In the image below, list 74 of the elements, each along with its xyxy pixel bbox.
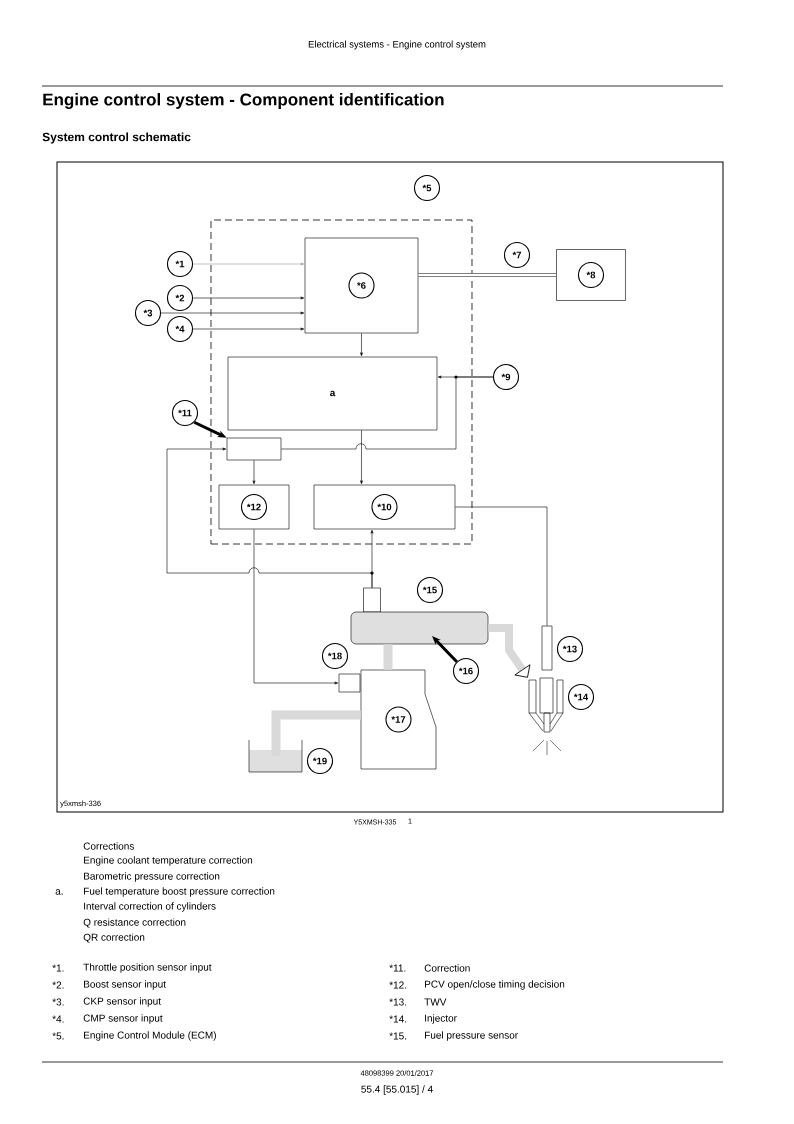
connector (160, 311, 305, 315)
control-box: *6 (304, 237, 419, 334)
tank-drawing (248, 739, 303, 773)
legend-text: Engine coolant temperature correction (84, 856, 253, 866)
page-number: 55.4 [55.015] / 4 (361, 1085, 433, 1095)
section-heading: System control schematic (42, 132, 191, 144)
callout-number: *7 (503, 241, 531, 269)
connector (360, 430, 363, 485)
connector (455, 506, 548, 626)
callout-number: *16 (452, 657, 480, 685)
connector (281, 376, 494, 450)
connector (166, 447, 373, 588)
connector (360, 333, 363, 357)
legend-text: *13. (389, 998, 407, 1006)
callout-number: *5 (413, 174, 441, 202)
callout-number: *18 (321, 642, 349, 670)
legend-text: a. (55, 889, 63, 895)
legend-text: TWV (424, 998, 447, 1006)
callout-number: *4 (166, 315, 194, 343)
page-header: Electrical systems - Engine control system (308, 40, 486, 50)
process-box: a (227, 356, 438, 431)
legend-text: QR correction (83, 933, 145, 943)
fuel-rail (350, 611, 489, 645)
callout-number: *9 (492, 363, 520, 391)
connector (418, 272, 557, 278)
callout-number: *11 (171, 399, 199, 427)
connector (432, 636, 458, 663)
legend-text: Fuel pressure sensor (425, 1031, 518, 1041)
legend-text: *2. (52, 981, 64, 989)
ecm-boundary (210, 219, 473, 545)
legend-text: CKP sensor input (83, 997, 161, 1007)
legend-text: *15. (389, 1032, 407, 1040)
callout-number: *1 (166, 250, 194, 278)
connector (271, 710, 361, 756)
callout-number: *2 (166, 284, 194, 312)
legend-text: *4. (52, 1015, 64, 1023)
legend-text: *1. (52, 964, 64, 972)
legend-text: Fuel temperature boost pressure correction (84, 887, 275, 897)
callout-number: *14 (567, 683, 595, 711)
legend-text: Throttle position sensor input (83, 963, 212, 973)
legend-text: *12. (389, 981, 407, 989)
injector-drawing (528, 677, 564, 756)
legend-text: Correction (424, 964, 470, 972)
callout-number: *13 (556, 635, 584, 663)
control-box: *8 (556, 249, 626, 301)
connector (383, 644, 393, 670)
legend-text: *5. (52, 1032, 64, 1040)
legend-text: Injector (425, 1014, 457, 1024)
legend-text: *14. (389, 1015, 407, 1023)
process-box: *10 (313, 484, 456, 530)
legend-text: *3. (52, 998, 64, 1006)
connector (192, 327, 305, 331)
legend-text: Interval correction of cylinders (84, 902, 216, 912)
legend-text: Q resistance correction (83, 918, 186, 928)
connector (488, 624, 531, 678)
legend-text: PCV open/close timing decision (425, 980, 565, 990)
process-box: *12 (218, 484, 290, 530)
legend-text: Engine Control Module (ECM) (84, 1031, 216, 1041)
legend-text: CMP sensor input (83, 1014, 163, 1024)
page-title: Engine control system - Component identification (43, 93, 444, 109)
connector (252, 460, 256, 485)
callout-number: *19 (306, 747, 334, 775)
legend-text: *11. (389, 964, 406, 972)
connector (253, 529, 339, 685)
valve-tube (541, 625, 553, 671)
valve-box (338, 673, 361, 693)
connector (192, 296, 305, 300)
process-box (226, 437, 282, 461)
callout-number: *3 (134, 299, 162, 327)
legend-text: Boost sensor input (84, 980, 166, 990)
callout-number: *15 (416, 576, 444, 604)
legend-text: Barometric pressure correction (84, 872, 220, 882)
pump-drawing: *17 (360, 669, 437, 770)
legend-text: Corrections (83, 842, 134, 850)
